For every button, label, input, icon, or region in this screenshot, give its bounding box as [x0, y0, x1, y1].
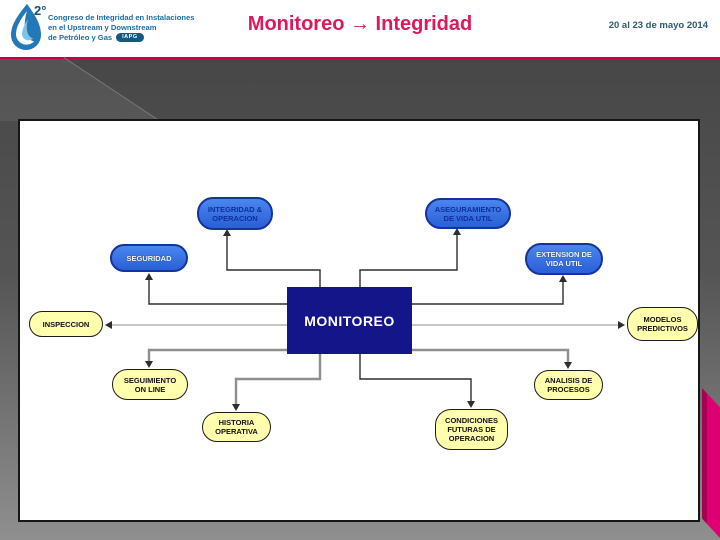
node-modelos-predictivos: MODELOS PREDICTIVOS — [627, 307, 698, 341]
event-date: 20 al 23 de mayo 2014 — [608, 20, 708, 31]
slide-body: MONITOREO INTEGRIDAD & OPERACION ASEGURA… — [0, 57, 720, 540]
iapg-badge: IAPG — [116, 33, 144, 43]
node-seguridad: SEGURIDAD — [110, 244, 188, 272]
node-inspeccion: INSPECCION — [29, 311, 103, 337]
page-title: Monitoreo → Integridad — [247, 13, 473, 35]
logo-text: Congreso de Integridad en Instalaciones … — [48, 13, 194, 43]
water-drop-icon — [11, 4, 41, 50]
node-seguimiento-on-line: SEGUIMIENTO ON LINE — [112, 369, 188, 400]
slide-header: 2° Congreso de Integridad en Instalacion… — [0, 0, 720, 57]
corner-sheen — [0, 59, 160, 121]
node-monitoreo: MONITOREO — [287, 287, 412, 354]
header-accent-line — [0, 57, 720, 59]
node-analisis-de-procesos: ANALISIS DE PROCESOS — [534, 370, 603, 400]
node-extension-vida-util: EXTENSION DE VIDA UTIL — [525, 243, 603, 275]
diagram-panel: MONITOREO INTEGRIDAD & OPERACION ASEGURA… — [18, 119, 700, 522]
node-historia-operativa: HISTORIA OPERATIVA — [202, 412, 271, 442]
connector-lines — [105, 228, 625, 411]
side-ribbon — [702, 388, 720, 538]
logo-line-1: Congreso de Integridad en Instalaciones — [48, 13, 195, 22]
node-condiciones-futuras: CONDICIONES FUTURAS DE OPERACION — [435, 409, 508, 450]
congress-logo: 2° Congreso de Integridad en Instalacion… — [8, 3, 238, 55]
node-aseguramiento-vida-util: ASEGURAMIENTO DE VIDA UTIL — [425, 198, 511, 229]
node-integridad-operacion: INTEGRIDAD & OPERACION — [197, 197, 273, 230]
logo-line-2: en el Upstream y Downstream — [48, 22, 157, 32]
logo-edition: 2° — [34, 3, 47, 18]
